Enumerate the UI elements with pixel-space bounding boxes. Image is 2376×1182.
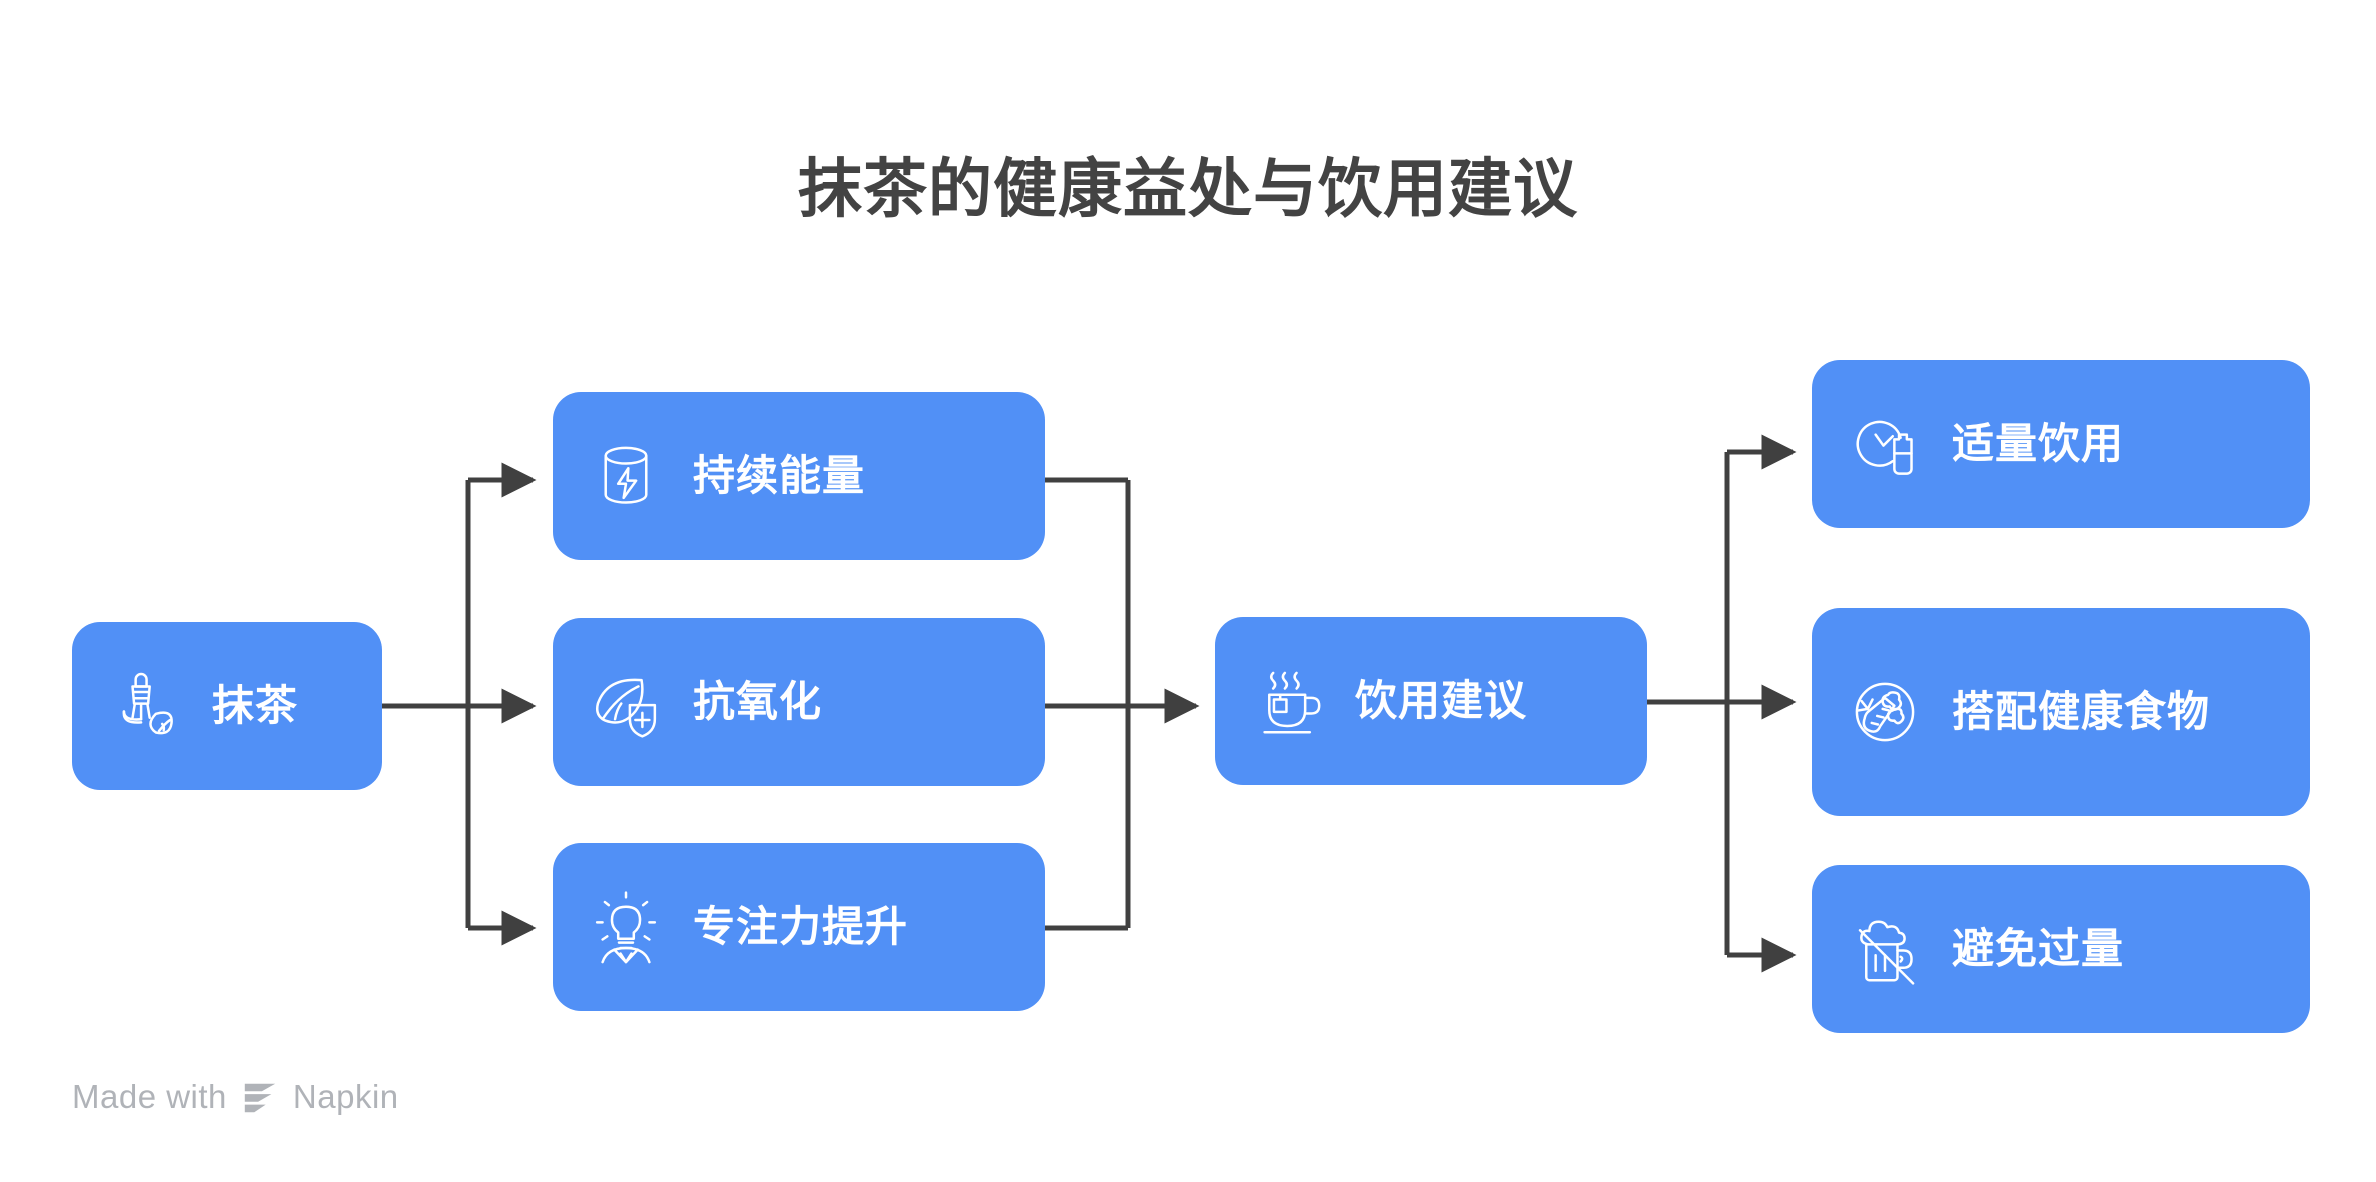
leaf-shield-plus-icon	[587, 663, 665, 741]
node-matcha[interactable]: 抹茶	[72, 622, 382, 790]
node-focus-boost[interactable]: 专注力提升	[553, 843, 1045, 1011]
node-label: 持续能量	[693, 452, 866, 499]
node-label: 抹茶	[212, 682, 299, 729]
footer-attribution: Made with Napkin	[72, 1078, 399, 1116]
node-label: 饮用建议	[1355, 677, 1528, 724]
node-label: 避免过量	[1952, 925, 2125, 972]
clock-bottle-icon	[1846, 405, 1924, 483]
node-pair-healthy-food[interactable]: 搭配健康食物	[1812, 608, 2310, 816]
lightbulb-idea-icon	[587, 888, 665, 966]
node-label: 专注力提升	[693, 903, 909, 950]
node-label: 抗氧化	[693, 678, 823, 725]
no-beer-mug-icon	[1846, 910, 1924, 988]
made-with-label: Made with	[72, 1078, 227, 1115]
plate-vegetables-icon	[1846, 673, 1924, 751]
node-sustained-energy[interactable]: 持续能量	[553, 392, 1045, 560]
node-avoid-excess[interactable]: 避免过量	[1812, 865, 2310, 1033]
battery-bolt-icon	[587, 437, 665, 515]
node-label: 搭配健康食物	[1952, 688, 2211, 735]
napkin-logo-icon	[241, 1078, 279, 1116]
napkin-brand-label: Napkin	[292, 1078, 399, 1115]
node-label: 适量饮用	[1952, 420, 2125, 467]
node-moderate-consumption[interactable]: 适量饮用	[1812, 360, 2310, 528]
node-antioxidant[interactable]: 抗氧化	[553, 618, 1045, 786]
tea-cup-icon	[1249, 662, 1327, 740]
matcha-whisk-leaf-icon	[106, 667, 184, 745]
page-title: 抹茶的健康益处与饮用建议	[798, 153, 1578, 225]
node-drinking-advice[interactable]: 饮用建议	[1215, 617, 1647, 785]
